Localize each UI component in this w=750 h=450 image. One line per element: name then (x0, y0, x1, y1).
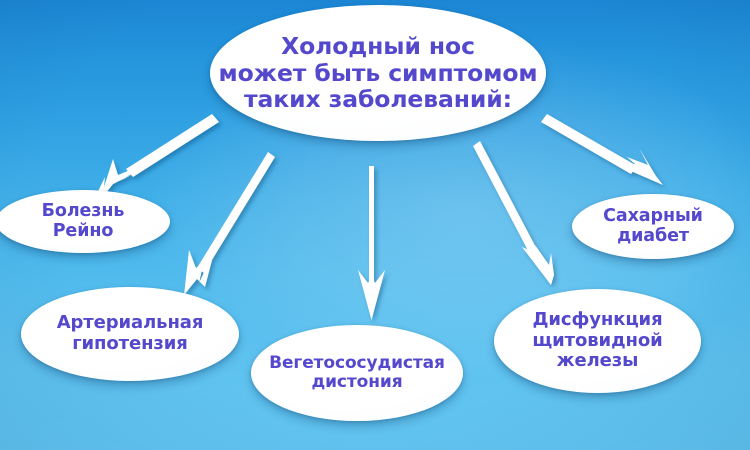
node-diabetes-label: Сахарный диабет (603, 205, 703, 246)
arrow-to-raynaud (83, 114, 219, 222)
node-hypotension-label: Артериальная гипотензия (56, 312, 204, 354)
node-thyroid-label: Дисфункция щитовидной железы (532, 309, 663, 372)
arrow-to-thyroid (473, 141, 554, 285)
arrow-to-hypotension (184, 152, 275, 295)
node-hypotension[interactable]: Артериальная гипотензия (21, 287, 239, 381)
node-title-label: Холодный нос может быть симптомом таких … (218, 32, 538, 114)
node-thyroid[interactable]: Дисфункция щитовидной железы (494, 289, 701, 393)
arrow-to-vsd (358, 166, 385, 320)
node-vsd[interactable]: Вегетососудистая дистония (251, 325, 463, 421)
node-raynaud[interactable]: Болезнь Рейно (0, 190, 170, 253)
node-raynaud-label: Болезнь Рейно (41, 200, 125, 241)
arrow-to-diabetes (541, 114, 663, 185)
node-title[interactable]: Холодный нос может быть симптомом таких … (210, 5, 546, 141)
node-vsd-label: Вегетососудистая дистония (269, 352, 445, 392)
node-diabetes[interactable]: Сахарный диабет (572, 194, 734, 259)
